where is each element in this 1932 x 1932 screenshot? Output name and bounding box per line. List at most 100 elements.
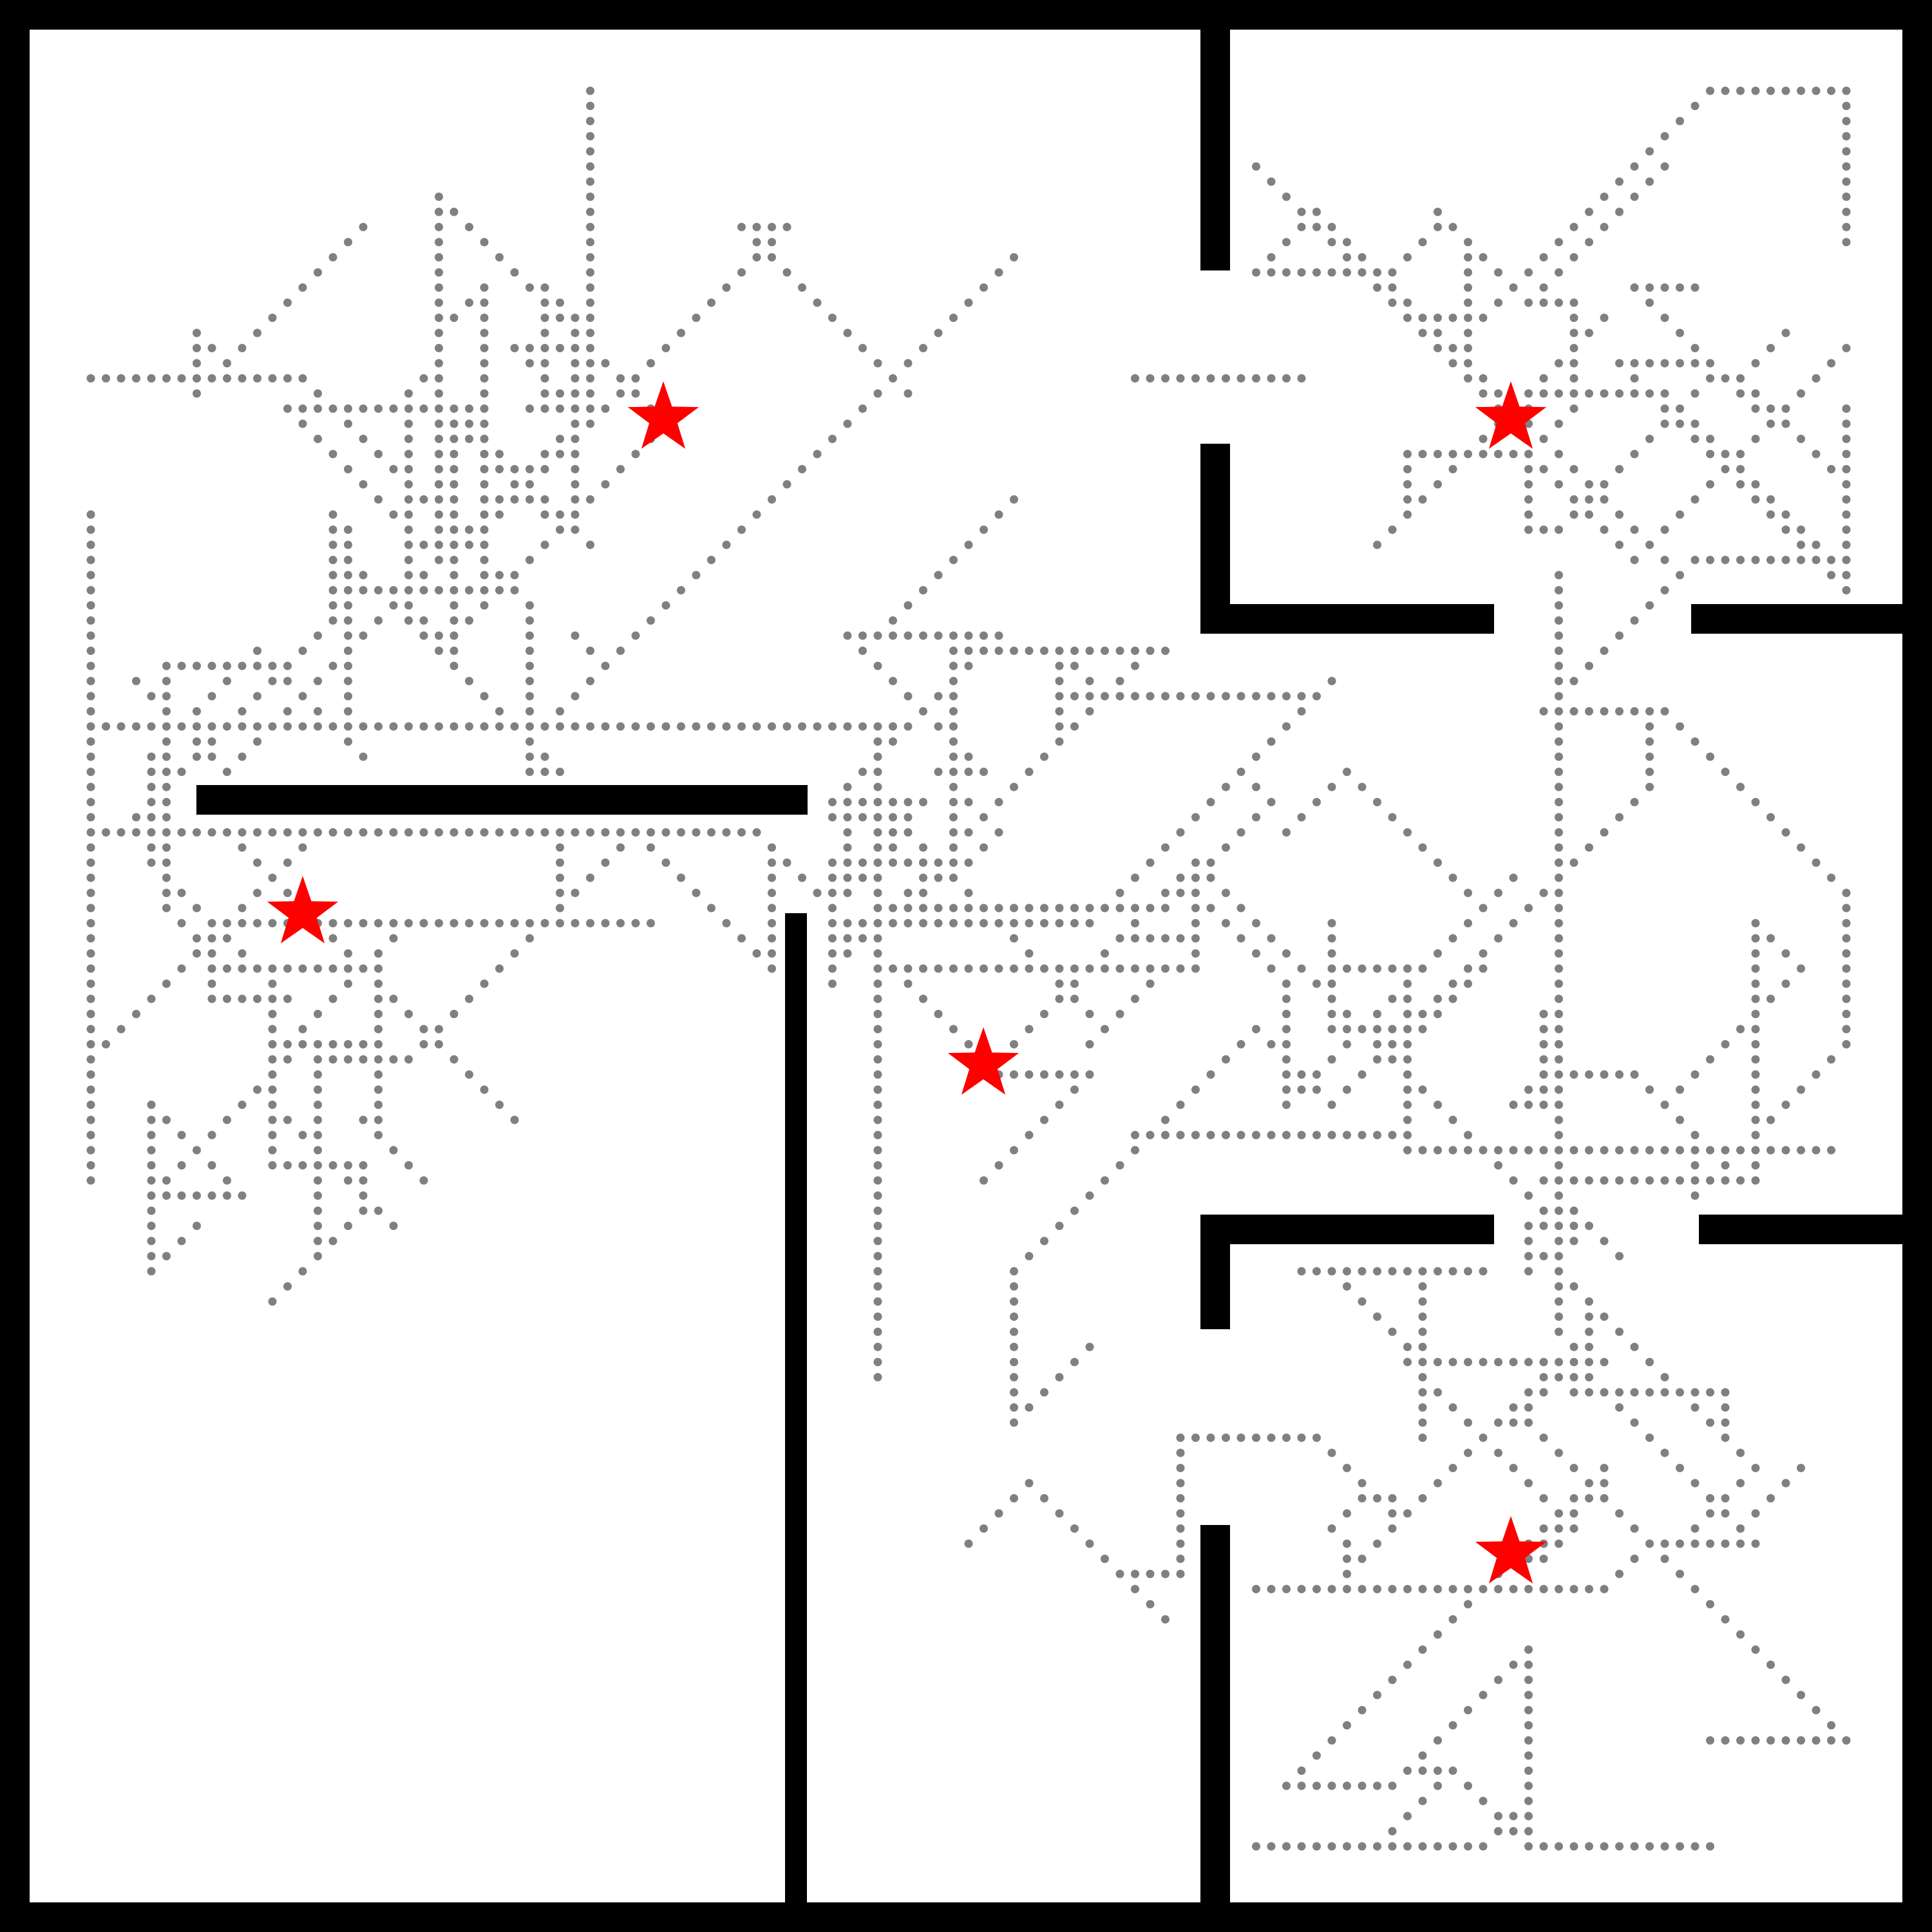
trail-dot — [1161, 964, 1170, 973]
trail-dot — [949, 843, 958, 852]
trail-dot — [571, 435, 580, 443]
trail-dot — [1751, 1176, 1760, 1185]
trail-dot — [1312, 1267, 1321, 1276]
trail-dot — [934, 722, 943, 731]
trail-dot — [495, 919, 504, 927]
trail-dot — [147, 843, 156, 852]
trail-dot — [1721, 1509, 1730, 1518]
trail-dot — [495, 495, 504, 504]
trail-dot — [404, 601, 413, 610]
trail-dot — [1464, 1585, 1472, 1593]
trail-dot — [1660, 586, 1669, 594]
trail-dot — [1736, 1146, 1745, 1155]
trail-dot — [1070, 1085, 1079, 1094]
trail-dot — [435, 314, 443, 322]
trail-dot — [1569, 253, 1578, 261]
trail-dot — [450, 314, 459, 322]
trail-dot — [1630, 1555, 1639, 1563]
trail-dot — [1494, 1812, 1502, 1821]
trail-dot — [86, 526, 95, 534]
trail-dot — [768, 223, 776, 231]
trail-dot — [1131, 919, 1139, 927]
trail-dot — [1736, 374, 1745, 383]
trail-dot — [1690, 1524, 1700, 1533]
trail-dot — [510, 722, 519, 731]
trail-dot — [253, 722, 261, 731]
trail-dot — [1660, 1388, 1669, 1397]
trail-dot — [1645, 1388, 1654, 1397]
trail-dot — [1690, 1176, 1700, 1185]
trail-dot — [616, 374, 625, 383]
trail-dot — [147, 1267, 156, 1276]
trail-dot — [1312, 268, 1321, 277]
trail-dot — [298, 647, 307, 655]
trail-dot — [1418, 450, 1427, 459]
trail-dot — [586, 722, 594, 731]
trail-dot — [828, 964, 837, 973]
trail-dot — [1388, 1025, 1397, 1034]
trail-dot — [404, 540, 413, 549]
trail-dot — [435, 359, 443, 368]
trail-dot — [1282, 1131, 1291, 1139]
trail-dot — [556, 889, 564, 897]
trail-dot — [1721, 1176, 1730, 1185]
trail-dot — [465, 722, 473, 731]
trail-dot — [1327, 919, 1336, 927]
trail-dot — [1706, 1736, 1714, 1745]
trail-dot — [1630, 162, 1639, 171]
trail-dot — [1388, 1055, 1397, 1064]
trail-dot — [934, 768, 943, 776]
trail-dot — [86, 616, 95, 625]
trail-dot — [253, 1085, 261, 1094]
trail-dot — [1131, 374, 1139, 383]
trail-dot — [268, 994, 277, 1003]
trail-dot — [1297, 374, 1306, 383]
trail-dot — [1494, 934, 1502, 943]
trail-dot — [1388, 1267, 1397, 1276]
trail-dot — [722, 540, 731, 549]
trail-dot — [1343, 268, 1351, 277]
trail-dot — [147, 1161, 156, 1170]
trail-dot — [1509, 1358, 1518, 1367]
trail-dot — [1721, 1434, 1730, 1442]
trail-dot — [1085, 1191, 1094, 1200]
trail-dot — [435, 647, 443, 655]
trail-dot — [1766, 1660, 1775, 1669]
trail-dot — [510, 480, 519, 489]
trail-dot — [1282, 949, 1291, 958]
trail-dot — [480, 389, 489, 398]
trail-dot — [298, 828, 307, 837]
trail-dot — [904, 692, 913, 701]
trail-dot — [1161, 1131, 1170, 1139]
trail-dot — [873, 1373, 882, 1381]
trail-dot — [540, 752, 549, 761]
trail-dot — [86, 798, 95, 806]
trail-dot — [1676, 1176, 1684, 1185]
trail-dot — [904, 601, 913, 610]
trail-dot — [1252, 752, 1260, 761]
trail-dot — [1373, 1585, 1381, 1593]
trail-dot — [1448, 1403, 1457, 1412]
trail-dot — [238, 904, 247, 913]
trail-dot — [813, 450, 822, 459]
trail-dot — [268, 1055, 277, 1064]
trail-dot — [1630, 707, 1639, 715]
trail-dot — [904, 889, 913, 897]
trail-dot — [1448, 980, 1457, 988]
trail-dot — [253, 994, 261, 1003]
trail-dot — [768, 858, 776, 867]
trail-dot — [1555, 1585, 1563, 1593]
trail-dot — [1222, 374, 1230, 383]
trail-dot — [314, 435, 322, 443]
trail-dot — [404, 510, 413, 519]
trail-dot — [1569, 495, 1578, 504]
trail-dot — [571, 344, 580, 352]
trail-dot — [298, 1267, 307, 1276]
trail-dot — [1464, 1781, 1472, 1790]
trail-dot — [314, 1010, 322, 1018]
trail-dot — [268, 1010, 277, 1018]
trail-dot — [1191, 919, 1200, 927]
trail-dot — [86, 919, 95, 927]
trail-dot — [964, 298, 973, 307]
trail-dot — [1040, 1388, 1048, 1397]
